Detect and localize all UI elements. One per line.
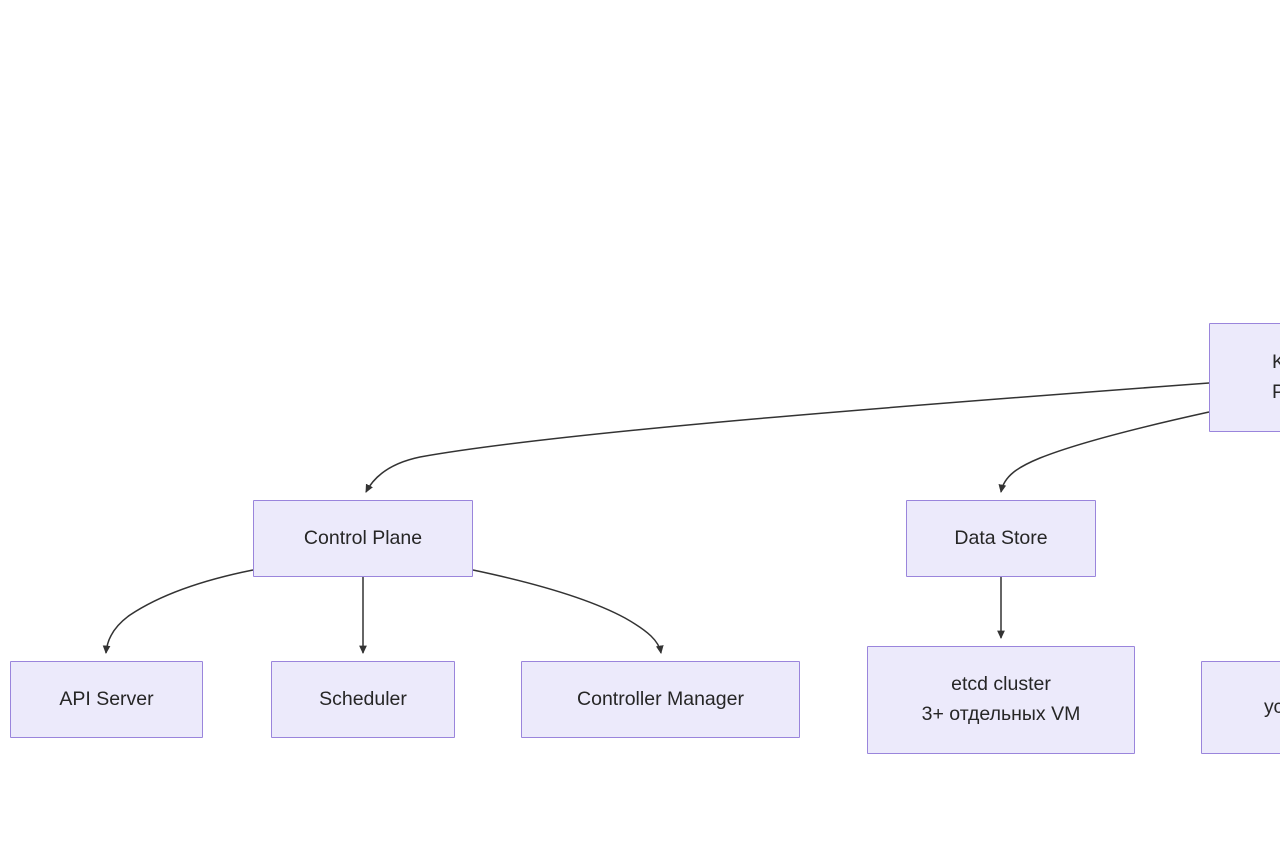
node-controller-manager[interactable]: Controller Manager [521, 661, 800, 738]
node-etcd-cluster[interactable]: etcd cluster 3+ отдельных VM [867, 646, 1135, 754]
node-control-plane[interactable]: Control Plane [253, 500, 473, 577]
node-install[interactable]: уста [1201, 661, 1280, 754]
node-k8s-deployment-label-line-1: K [1272, 350, 1280, 373]
node-scheduler-label: Scheduler [319, 687, 407, 710]
edge-control-plane-api-server [102, 569, 254, 654]
edge-k8s-data-store [998, 411, 1210, 493]
node-etcd-cluster-label-line-2: 3+ отдельных VM [921, 703, 1081, 725]
node-etcd-cluster-label-line-1: etcd cluster [951, 673, 1051, 696]
edge-control-plane-controller-manager [472, 569, 664, 654]
edge-k8s-control-plane [365, 382, 1210, 493]
node-api-server-label: API Server [59, 687, 154, 710]
node-install-label: уста [1264, 695, 1280, 718]
node-data-store[interactable]: Data Store [906, 500, 1096, 577]
node-controller-manager-label: Controller Manager [577, 687, 744, 710]
node-k8s-deployment-label-line-2: Раз [1272, 380, 1280, 403]
node-api-server[interactable]: API Server [10, 661, 203, 738]
node-scheduler[interactable]: Scheduler [271, 661, 455, 738]
node-control-plane-label: Control Plane [303, 526, 423, 549]
node-data-store-label: Data Store [954, 526, 1048, 549]
node-k8s-deployment[interactable]: K Раз [1209, 323, 1280, 432]
